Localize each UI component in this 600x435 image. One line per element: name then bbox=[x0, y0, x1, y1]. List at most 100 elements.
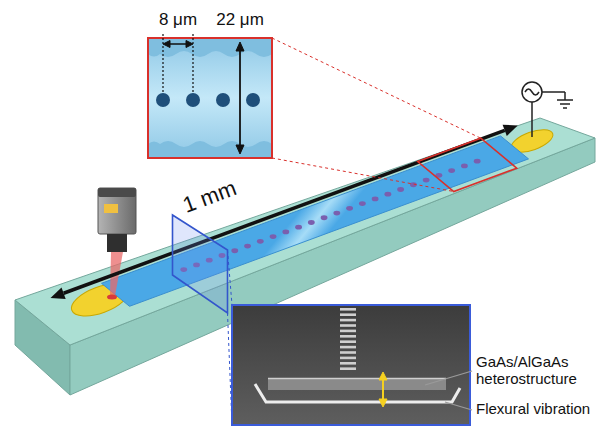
etch-hole bbox=[461, 164, 468, 169]
etch-hole bbox=[372, 197, 379, 202]
dimension-label: 1 mm bbox=[180, 175, 240, 218]
zoom-frame-red bbox=[272, 38, 481, 138]
dimension-marks bbox=[163, 34, 244, 154]
leader-line bbox=[425, 371, 472, 385]
label-text: 22 μm bbox=[216, 10, 264, 29]
suspended-beam bbox=[102, 136, 529, 306]
ac-source-symbol bbox=[522, 82, 573, 137]
leader-line bbox=[445, 402, 472, 410]
dimension-marks bbox=[236, 145, 244, 154]
etch-hole bbox=[231, 248, 238, 253]
laser-source bbox=[104, 204, 118, 213]
dimension-marks bbox=[236, 42, 244, 51]
label-text: 8 μm bbox=[159, 10, 197, 29]
dimension-label: 22 μm bbox=[216, 10, 264, 30]
etch-hole bbox=[333, 211, 340, 216]
etch-hole bbox=[270, 234, 277, 239]
length-arrow bbox=[64, 130, 505, 293]
label-text: Flexural vibration bbox=[476, 400, 590, 417]
etch-hole bbox=[321, 215, 328, 220]
grating-stripe bbox=[340, 357, 356, 360]
grating-stripe bbox=[340, 330, 356, 333]
etch-hole bbox=[397, 187, 404, 192]
sem-inset bbox=[232, 305, 470, 425]
laser-source bbox=[107, 295, 117, 300]
zoom-frame-red bbox=[272, 38, 517, 192]
laser-source bbox=[107, 234, 127, 252]
section-plane bbox=[228, 250, 233, 305]
top-view-inset bbox=[246, 93, 260, 107]
length-arrow bbox=[51, 125, 518, 299]
ac-source-symbol bbox=[522, 82, 542, 102]
grating-stripe bbox=[340, 362, 356, 365]
ac-source-symbol bbox=[542, 91, 565, 93]
grating-stripe bbox=[340, 340, 356, 343]
ac-source-symbol bbox=[525, 89, 539, 95]
etch-hole bbox=[244, 244, 251, 249]
top-view-inset bbox=[148, 38, 272, 57]
etch-hole bbox=[384, 192, 391, 197]
grating-stripe bbox=[340, 335, 356, 338]
ac-source-symbol bbox=[564, 92, 566, 100]
top-view-inset bbox=[148, 141, 272, 158]
grating-stripe bbox=[340, 308, 356, 311]
top-view-inset bbox=[148, 38, 272, 158]
etch-hole bbox=[474, 159, 481, 164]
grating-stripe bbox=[340, 367, 356, 370]
dimension-marks bbox=[163, 41, 170, 48]
grating-stripe bbox=[340, 346, 356, 349]
electrode-pad bbox=[67, 125, 555, 322]
section-plane bbox=[173, 215, 228, 313]
ac-source-symbol bbox=[560, 103, 570, 105]
ac-source-symbol bbox=[557, 99, 573, 101]
label-text: GaAs/AlGaAs heterostructure bbox=[476, 353, 577, 387]
ac-source-symbol bbox=[563, 107, 567, 109]
grating-stripe bbox=[340, 324, 356, 327]
top-view-inset bbox=[216, 93, 230, 107]
etch-hole bbox=[359, 201, 366, 206]
vibration-arrow bbox=[379, 399, 387, 407]
dimension-marks bbox=[239, 50, 241, 146]
leader-line bbox=[425, 371, 472, 410]
laser-source bbox=[98, 188, 136, 234]
top-view-inset bbox=[156, 93, 170, 107]
sem-inset bbox=[232, 305, 470, 425]
etch-hole bbox=[257, 239, 264, 244]
label-text: 1 mm bbox=[180, 175, 240, 218]
top-view-inset bbox=[186, 93, 200, 107]
laser-source bbox=[98, 188, 136, 300]
vibration-arrow bbox=[379, 372, 387, 380]
length-arrow bbox=[51, 288, 66, 299]
callout-label: GaAs/AlGaAs heterostructure bbox=[476, 353, 594, 388]
ac-source-symbol bbox=[531, 102, 533, 137]
sem-inset bbox=[232, 305, 470, 425]
section-plane bbox=[173, 215, 233, 425]
laser-source bbox=[98, 188, 136, 197]
top-view-inset bbox=[148, 38, 272, 158]
callout-label: Flexural vibration bbox=[476, 400, 590, 417]
dimension-marks bbox=[192, 34, 193, 93]
etch-hole bbox=[423, 178, 430, 183]
dimension-marks bbox=[169, 43, 187, 45]
etch-hole bbox=[448, 168, 455, 173]
vibration-arrow bbox=[382, 379, 384, 400]
dimension-label: 8 μm bbox=[159, 10, 197, 30]
sem-inset bbox=[268, 378, 446, 380]
suspended-beam bbox=[102, 136, 529, 306]
sem-inset bbox=[255, 384, 460, 402]
top-view-inset bbox=[148, 38, 272, 158]
etch-hole bbox=[295, 225, 302, 230]
grating-stripe bbox=[340, 319, 356, 322]
zoom-frame-red bbox=[418, 138, 517, 191]
sem-inset bbox=[268, 378, 446, 390]
grating-stripe bbox=[340, 313, 356, 316]
hole-grating bbox=[340, 308, 356, 370]
grating-stripe bbox=[340, 351, 356, 354]
vibration-arrow bbox=[379, 372, 387, 407]
dimension-marks bbox=[186, 41, 193, 48]
etch-hole bbox=[346, 206, 353, 211]
length-arrow bbox=[503, 125, 518, 136]
zoom-frame-red bbox=[272, 158, 454, 192]
